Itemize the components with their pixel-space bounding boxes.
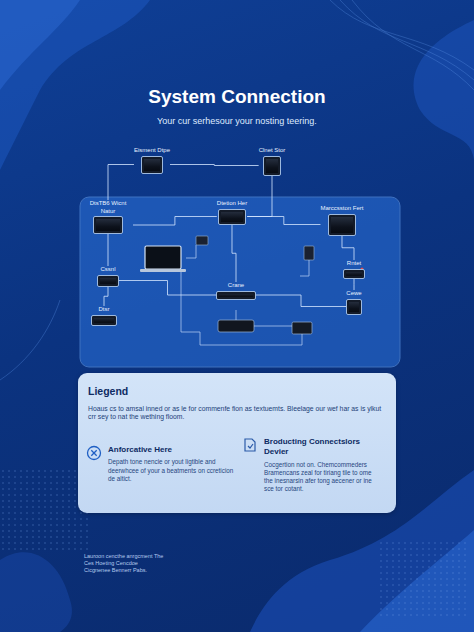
device-node: DtsTB6 Wicnt Natur: [83, 200, 133, 234]
device-node: Rntet: [343, 260, 365, 279]
connector-wire: [108, 234, 109, 266]
corner-wave: [0, 0, 80, 90]
connector-wire: [256, 295, 346, 307]
connector-wire: [354, 279, 355, 291]
device-node: Eisment Dtpe: [134, 147, 170, 174]
device-node: Cewe: [346, 290, 362, 315]
receiver-box: [218, 320, 254, 332]
corner-wave: [0, 0, 150, 170]
device-node: Marccsston Fert: [320, 205, 363, 236]
connector-wire: [170, 165, 259, 166]
connector-wire: [247, 217, 320, 225]
diagram-panel: [80, 197, 400, 367]
cancel-icon: [86, 445, 102, 461]
device-node: Dtetion Her: [217, 200, 247, 225]
connector-wire: [342, 236, 354, 261]
icon-outline: [245, 439, 255, 451]
icon-ring: [88, 447, 101, 460]
dot-texture: [380, 540, 470, 620]
connector-wire: [119, 281, 216, 296]
device-node: Crane: [216, 282, 256, 300]
legend-item-heading: Anforcative Here: [108, 445, 236, 455]
legend-item-heading: Broducting Connectslors Devier: [264, 437, 376, 458]
device-label: Crane: [228, 282, 244, 290]
document-icon: [242, 437, 258, 453]
device-icon: [91, 315, 117, 326]
device-icon: [343, 269, 365, 279]
device-label: Eisment Dtpe: [134, 147, 170, 155]
small-box: [196, 236, 208, 245]
dot-texture: [0, 470, 90, 550]
legend-intro: Hoaus cs to amsal inned or as le for com…: [88, 405, 386, 423]
legend-item: Broducting Connectslors DevierCocgertion…: [242, 437, 382, 493]
legend-heading: Liegend: [88, 385, 386, 399]
corner-wave: [0, 552, 72, 632]
wave-lines: [0, 0, 474, 380]
legend-card: LiegendHoaus cs to amsal inned or as le …: [78, 373, 396, 513]
laptop-screen: [145, 246, 181, 269]
device-icon: [93, 216, 123, 234]
device-label: Clnet Stor: [259, 147, 286, 155]
device-label: Dtsr: [99, 306, 110, 314]
device-icon: [141, 156, 163, 174]
device-icon: [328, 214, 356, 236]
connector-wire: [104, 287, 108, 307]
device-label: Rntet: [347, 260, 361, 268]
device-node: Dtsr: [91, 306, 117, 326]
device-icon: [97, 275, 119, 287]
legend-item: Anforcative HereDepath tone nencie or yo…: [86, 445, 236, 483]
connector-wire: [247, 176, 272, 217]
device-label: DtsTB6 Wicnt Natur: [83, 200, 133, 215]
icon-cross: [91, 450, 96, 455]
decor-devices: [140, 236, 364, 334]
connector-wire: [108, 165, 134, 201]
device-node: Clnet Stor: [259, 147, 286, 176]
connector-wire: [232, 225, 236, 283]
device-icon: [216, 291, 256, 300]
subtitle: Your cur serhesour your nosting teering.: [40, 116, 434, 128]
device-label: Marccsston Fert: [320, 205, 363, 213]
device-node: Cssnl: [97, 266, 119, 287]
footer-note: Lauroon cencthe anrgcment The Ces Hoetin…: [84, 553, 164, 574]
legend-item-body: Depath tone nencie or yout ligtible and …: [108, 458, 236, 483]
small-box: [292, 322, 312, 334]
legend-item-body: Cocgertion not on. Chemcommeders Bramenc…: [264, 461, 376, 494]
device-icon: [346, 299, 362, 315]
corner-wave: [360, 530, 474, 632]
device-icon: [218, 209, 246, 225]
device-label: Dtetion Her: [217, 200, 247, 208]
small-box: [304, 246, 314, 260]
page-title: System Connection: [0, 86, 474, 108]
device-icon: [263, 156, 281, 176]
laptop-base: [140, 269, 186, 272]
corner-wave: [414, 20, 474, 160]
connector-wire: [133, 217, 217, 226]
device-label: Cewe: [346, 290, 361, 298]
device-label: Cssnl: [100, 266, 115, 274]
